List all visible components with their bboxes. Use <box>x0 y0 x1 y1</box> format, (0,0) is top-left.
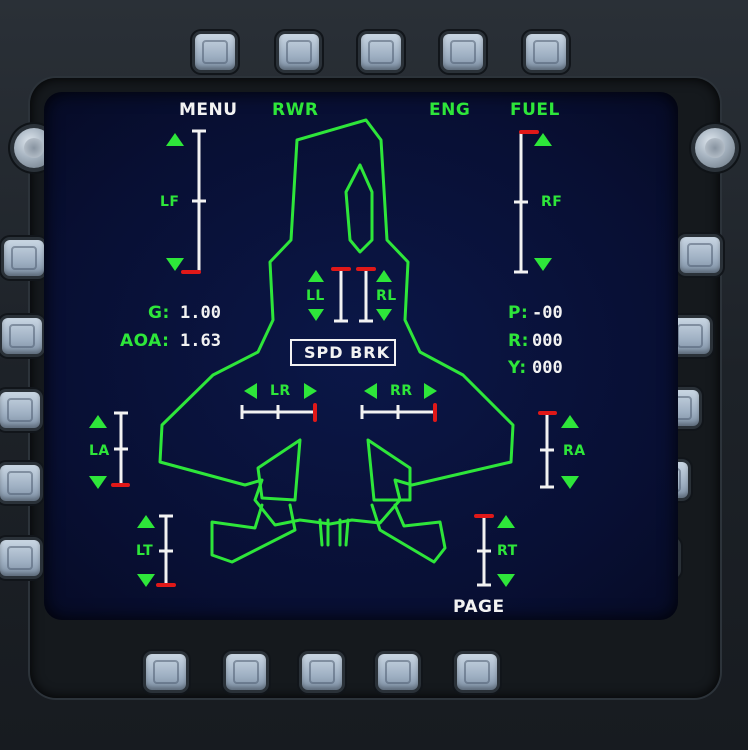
page-label: PAGE <box>453 597 505 617</box>
speed-brake-status: SPD BRK <box>304 343 391 362</box>
rl-label: RL <box>376 288 397 304</box>
lf-down-arrow <box>166 258 184 271</box>
ll-down-arrow <box>308 309 324 321</box>
rt-label: RT <box>497 543 518 559</box>
rf-up-arrow <box>534 133 552 146</box>
nozzle-lines <box>318 518 350 547</box>
ra-down-arrow <box>561 476 579 489</box>
fuel-label: FUEL <box>510 100 560 120</box>
aircraft-outline <box>158 118 515 527</box>
right-stabilizer <box>366 438 412 502</box>
aoa-value: 1.63 <box>180 331 221 351</box>
rr-right-arrow <box>424 383 437 399</box>
osb-bottom-5[interactable] <box>457 654 497 690</box>
osb-bottom-3[interactable] <box>302 654 342 690</box>
y-value: 000 <box>532 358 563 378</box>
ra-up-arrow <box>561 415 579 428</box>
lt-label: LT <box>136 543 154 559</box>
osb-left-1[interactable] <box>4 240 44 276</box>
osb-top-5[interactable] <box>526 34 566 70</box>
eng-label: ENG <box>429 100 471 120</box>
menu-label: MENU <box>179 100 238 120</box>
lr-label: LR <box>270 383 291 399</box>
osb-bottom-1[interactable] <box>146 654 186 690</box>
brightness-knob-right[interactable] <box>695 128 735 168</box>
osb-left-5[interactable] <box>0 540 40 576</box>
rf-label: RF <box>541 194 563 210</box>
lf-label: LF <box>160 194 180 210</box>
ll-up-arrow <box>308 270 324 282</box>
p-value: -00 <box>532 303 563 323</box>
left-tail <box>210 503 297 564</box>
g-label: G: <box>148 303 170 323</box>
osb-right-1[interactable] <box>680 237 720 273</box>
la-up-arrow <box>89 415 107 428</box>
lr-left-arrow <box>244 383 257 399</box>
la-label: LA <box>89 443 110 459</box>
rr-left-arrow <box>364 383 377 399</box>
osb-bottom-2[interactable] <box>226 654 266 690</box>
p-label: P: <box>508 303 529 323</box>
osb-bottom-4[interactable] <box>378 654 418 690</box>
y-label: Y: <box>508 358 527 378</box>
ll-label: LL <box>306 288 325 304</box>
lt-up-arrow <box>137 515 155 528</box>
g-value: 1.00 <box>180 303 221 323</box>
rwr-label: RWR <box>272 100 319 120</box>
lr-right-arrow <box>304 383 317 399</box>
lf-up-arrow <box>166 133 184 146</box>
rr-label: RR <box>390 383 413 399</box>
osb-left-3[interactable] <box>0 392 40 428</box>
rl-up-arrow <box>376 270 392 282</box>
r-value: 000 <box>532 331 563 351</box>
speed-brake-box <box>290 339 396 366</box>
mfd-screen <box>44 92 678 620</box>
left-stabilizer <box>256 438 302 502</box>
rf-down-arrow <box>534 258 552 271</box>
la-down-arrow <box>89 476 107 489</box>
rt-down-arrow <box>497 574 515 587</box>
osb-top-4[interactable] <box>443 34 483 70</box>
r-label: R: <box>508 331 529 351</box>
lt-down-arrow <box>137 574 155 587</box>
osb-left-2[interactable] <box>2 318 42 354</box>
osb-top-1[interactable] <box>195 34 235 70</box>
osb-left-4[interactable] <box>0 465 40 501</box>
rt-up-arrow <box>497 515 515 528</box>
canopy-outline <box>344 163 374 254</box>
rl-down-arrow <box>376 309 392 321</box>
right-tail <box>370 503 447 564</box>
aoa-label: AOA: <box>120 331 170 351</box>
ra-label: RA <box>563 443 586 459</box>
osb-top-3[interactable] <box>361 34 401 70</box>
osb-top-2[interactable] <box>279 34 319 70</box>
